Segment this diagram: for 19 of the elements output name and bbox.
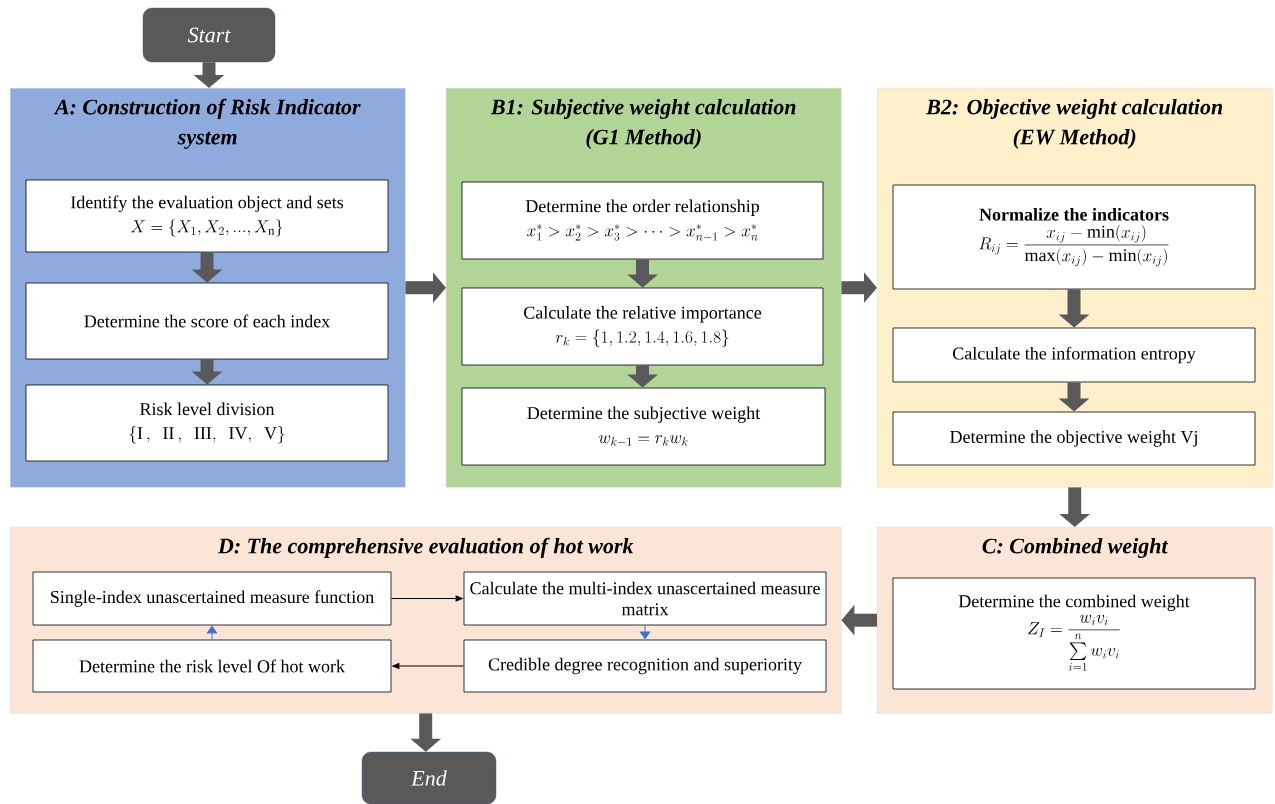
- process-box: Calculate the information entropy: [892, 327, 1256, 383]
- process-box: Calculate the multi-index unascertained measure matrix: [463, 571, 827, 626]
- process-box: Single-index unascertained measure function: [32, 571, 392, 626]
- process-box: Normalize the indicators $R_{ij}=\dfrac{x_{ij}-\min(x_{ij})}{\max(x_{ij})-\min(x_{ij})}$: [892, 184, 1256, 290]
- process-box: Determine the objective weight Vj: [892, 411, 1256, 466]
- process-box: Determine the score of each index: [25, 282, 389, 360]
- process-box: Credible degree recognition and superiority: [463, 639, 827, 693]
- process-box: Risk level division $\left\{\mathrm{I}\,,\ \ \mathrm{II}\,,\ \ \mathrm{III},\ \ \mathrm{IV},\ \ \mathrm{V}\right\}$: [25, 384, 389, 462]
- process-box: Determine the subjective weight $w_{k-1}=r_{k}w_{k}$: [461, 387, 826, 466]
- terminal-box: Start: [142, 7, 276, 63]
- process-box: Determine the risk level Of hot work: [32, 639, 392, 693]
- arrow: [390, 595, 463, 602]
- process-box: Determine the order relationship $x_{1}^{*}>x_{2}^{*}>x_{3}^{*}>\cdots>x_{n-1}^{*}>x_{n}^{*}$: [461, 181, 824, 260]
- arrow: [206, 625, 218, 641]
- process-box: Calculate the relative importance $r_{k}=\{1,1.2,1.4,1.6,1.8\}$: [461, 287, 824, 366]
- process-box: Identify the evaluation object and sets $X=\left\{X_{1},X_{2},...,X_{\mathrm{n}}\right\}$: [25, 179, 389, 253]
- arrow: [639, 624, 651, 640]
- process-box: Determine the combined weight $Z_{I}=\dfrac{w_{i}v_{i}}{\sum\limits_{i=1}^{n}w_{i}v_{i}}$: [892, 577, 1256, 690]
- arrow: [392, 663, 465, 669]
